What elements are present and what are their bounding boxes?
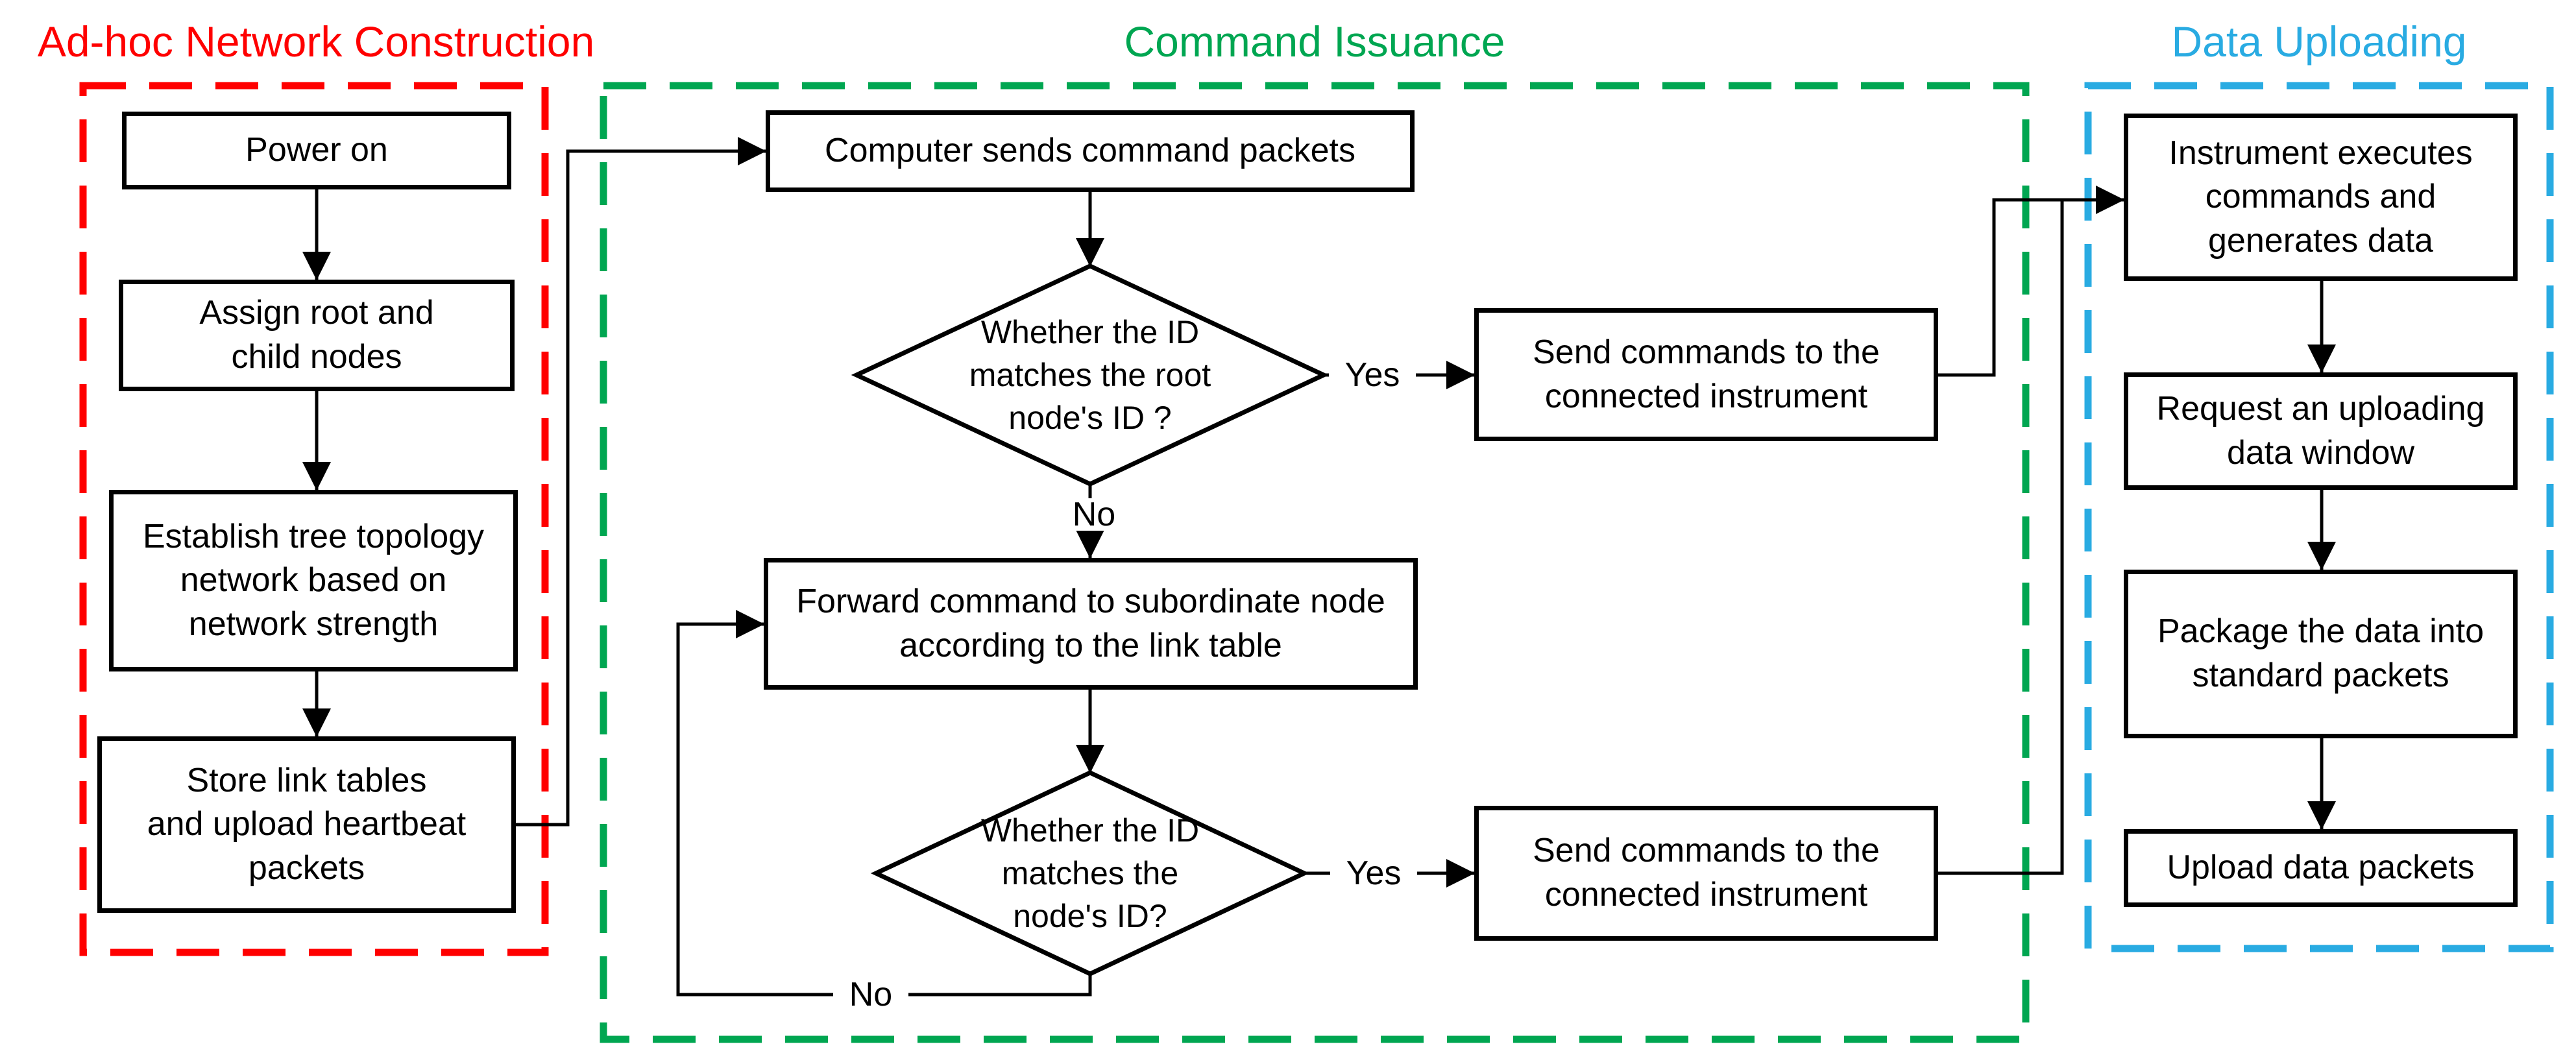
command-zone-border	[600, 82, 2030, 1043]
step-assign-nodes: Assign root and child nodes	[119, 280, 515, 391]
label-no-root: No	[1056, 498, 1132, 531]
command-zone-title: Command Issuance	[1124, 18, 1505, 66]
label-yes-node: Yes	[1330, 855, 1417, 891]
step-establish-topology: Establish tree topology network based on…	[109, 490, 518, 671]
adhoc-zone-border	[79, 82, 549, 956]
arrow-decision2-no-loop	[676, 610, 1092, 997]
step-computer-sends: Computer sends command packets	[766, 110, 1415, 192]
decision-root-text: Whether the ID matches the root node's I…	[969, 314, 1211, 436]
decision-root-diamond	[851, 263, 1330, 487]
step-send-commands-2: Send commands to the connected instrumen…	[1474, 806, 1938, 941]
step-upload-packets: Upload data packets	[2124, 829, 2518, 907]
step-store-link-tables: Store link tables and upload heartbeat p…	[97, 736, 516, 913]
label-no-node: No	[833, 977, 908, 1012]
label-yes-root: Yes	[1329, 357, 1416, 393]
step-forward-command: Forward command to subordinate node acco…	[764, 558, 1418, 690]
wire-send2-to-instrument	[1938, 200, 2064, 875]
step-send-commands-1: Send commands to the connected instrumen…	[1474, 308, 1938, 441]
arrow-store-to-computer	[516, 137, 766, 827]
step-power-on: Power on	[122, 112, 511, 189]
step-instrument-executes: Instrument executes commands and generat…	[2124, 114, 2518, 281]
adhoc-zone-title: Ad-hoc Network Construction	[37, 18, 595, 66]
upload-zone-title: Data Uploading	[2171, 18, 2467, 66]
step-request-window: Request an uploading data window	[2124, 372, 2518, 490]
decision-node-diamond	[870, 770, 1310, 976]
decision-node-text: Whether the ID matches the node's ID?	[980, 812, 1200, 934]
upload-zone-border	[2084, 82, 2554, 952]
arrow-send1-to-instrument	[1938, 186, 2124, 377]
step-package-data: Package the data into standard packets	[2124, 570, 2518, 738]
